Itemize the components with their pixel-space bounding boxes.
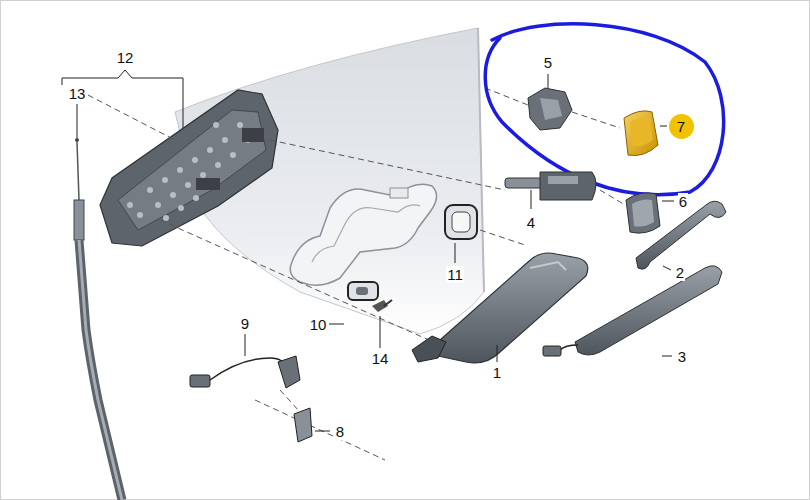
door-handle (575, 266, 722, 355)
end-cap-face (630, 118, 653, 147)
highlight-loop (485, 24, 723, 195)
handle-mount (412, 336, 446, 362)
callout-number: 5 (543, 54, 553, 71)
leader-line (663, 266, 671, 270)
leader-line (183, 85, 184, 128)
gasket (348, 282, 378, 300)
callout-number: 1 (492, 364, 502, 381)
handle-wire (560, 345, 578, 350)
cable-sheath-highlight (79, 240, 122, 500)
carrier-perforations (127, 122, 251, 221)
gasket-opening (356, 287, 368, 295)
leader-line (315, 431, 330, 432)
clip (294, 408, 312, 442)
leader-line (380, 316, 381, 348)
cable-wire (77, 142, 79, 200)
callout-number: 8 (335, 423, 345, 440)
door-handle (636, 201, 726, 269)
assembly-lines (88, 88, 625, 460)
callout-number: 6 (678, 193, 688, 210)
callout-number: 7 (677, 118, 685, 135)
leader-line (455, 243, 456, 263)
panel-edge (478, 28, 484, 292)
handle-carrier-face (118, 110, 266, 230)
connector-plug (543, 346, 561, 356)
callout-number: 12 (116, 49, 135, 66)
panel-slot (390, 188, 408, 198)
lock-housing-part (528, 88, 572, 130)
connector-plug (190, 375, 210, 387)
sensor (278, 356, 300, 388)
handle-highlight (530, 262, 566, 270)
leader-line (662, 356, 672, 357)
leader-line (548, 74, 549, 88)
cable-fitting (74, 200, 84, 240)
lock-body-detail (548, 176, 578, 184)
leader-line (660, 126, 667, 127)
callout-number: 11 (446, 266, 464, 283)
leader-line (662, 201, 674, 202)
callout-number: 4 (526, 214, 536, 231)
cable-sheath (79, 240, 122, 500)
end-cap-face (632, 200, 654, 227)
leader-line (329, 324, 344, 325)
end-cap-part (626, 193, 660, 233)
handle-recess (290, 184, 436, 285)
handle-recess-inner (312, 205, 420, 262)
end-cap-part (624, 111, 658, 156)
callout-badge: 7 (669, 114, 694, 139)
leader-line (77, 104, 78, 138)
leader-line (531, 190, 532, 209)
screw-shank (384, 300, 392, 306)
cable-end (75, 138, 79, 142)
callout-number: 13 (68, 85, 87, 102)
group-bracket (62, 70, 183, 85)
callout-number: 10 (309, 316, 328, 333)
callout-number: 2 (675, 264, 685, 281)
carrier-latch (196, 178, 220, 190)
gasket-opening (452, 212, 470, 232)
carrier-latch (242, 128, 264, 142)
gasket (445, 205, 477, 239)
door-handle (433, 253, 587, 363)
lock-housing-detail (540, 98, 562, 120)
handle-carrier (100, 90, 278, 246)
lock-cylinder (505, 178, 545, 188)
sensor-wire (210, 358, 286, 380)
callout-number: 14 (371, 350, 390, 367)
callout-number: 9 (240, 315, 250, 332)
callout-number: 3 (677, 348, 687, 365)
lock-body (540, 172, 596, 200)
leader-line (497, 345, 498, 362)
leader-line (245, 334, 246, 356)
